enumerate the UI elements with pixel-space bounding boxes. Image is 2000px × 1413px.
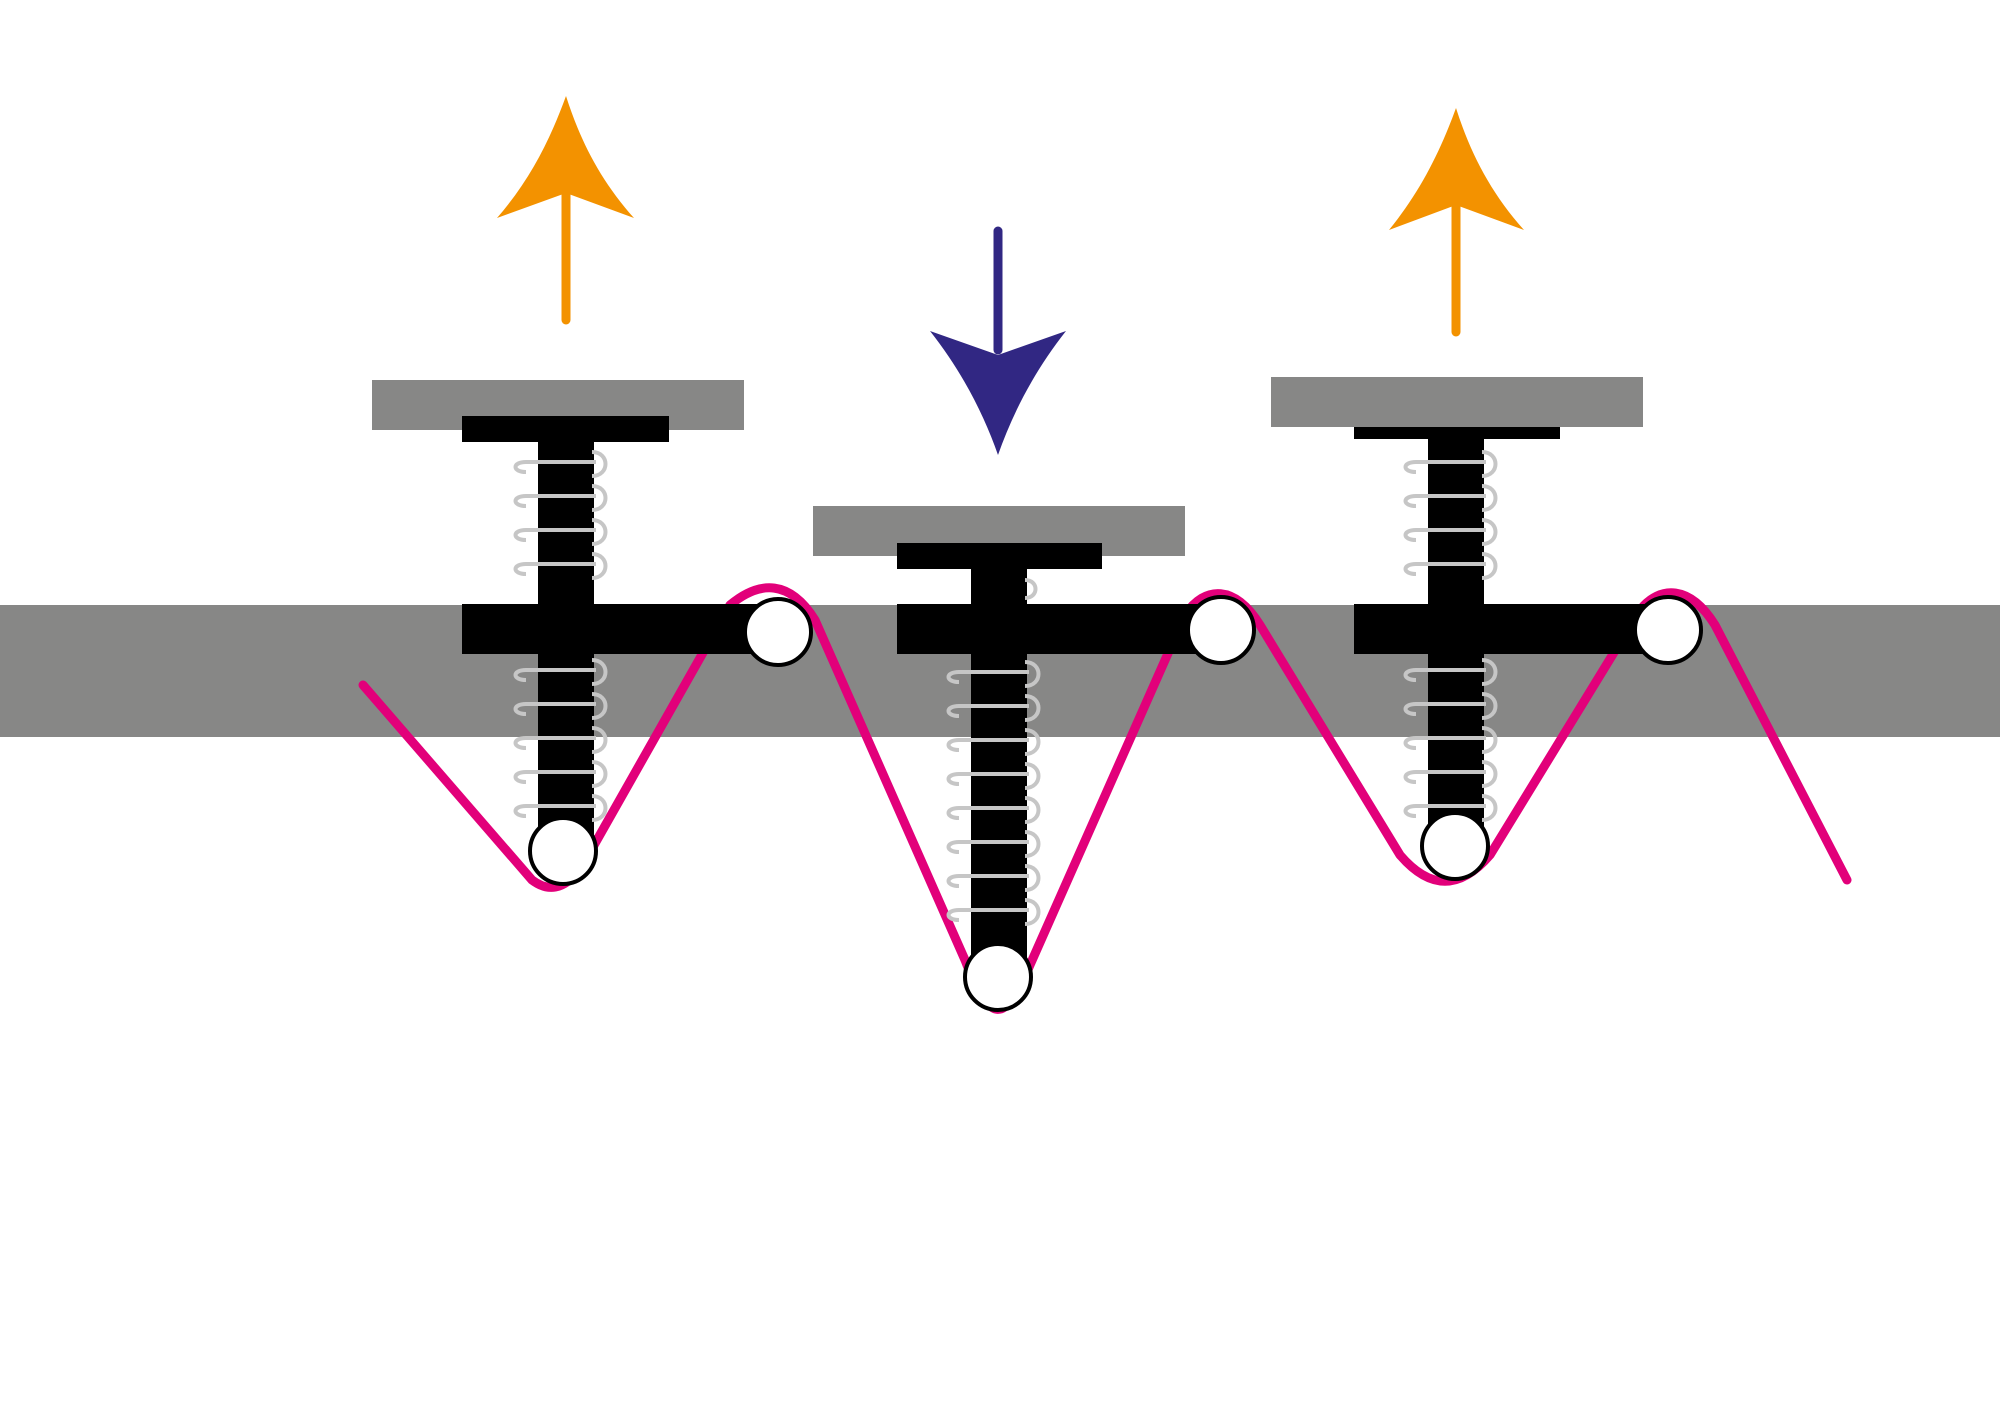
- arrow-up-icon: [1389, 108, 1524, 337]
- roller-icon: [963, 942, 1033, 1012]
- spring-icon: [513, 450, 608, 822]
- roller-icon: [1420, 811, 1490, 881]
- follower-middle: [813, 226, 1256, 1012]
- crossbar: [897, 604, 1217, 654]
- roller-icon: [1186, 595, 1256, 665]
- roller-icon: [528, 816, 598, 886]
- roller-icon: [1633, 595, 1703, 665]
- follower-left: [372, 96, 813, 886]
- arrow-up-icon: [497, 96, 634, 325]
- spring-icon: [946, 578, 1041, 926]
- spring-icon: [1403, 450, 1498, 822]
- crossbar: [462, 604, 782, 654]
- arrow-down-icon: [930, 226, 1066, 455]
- top-plate: [1271, 377, 1643, 427]
- t-bar-top: [897, 543, 1102, 569]
- t-bar-top: [1354, 427, 1560, 439]
- follower-right: [1271, 108, 1703, 881]
- roller-icon: [743, 597, 813, 667]
- t-bar-top: [462, 416, 669, 442]
- crossbar: [1354, 604, 1674, 654]
